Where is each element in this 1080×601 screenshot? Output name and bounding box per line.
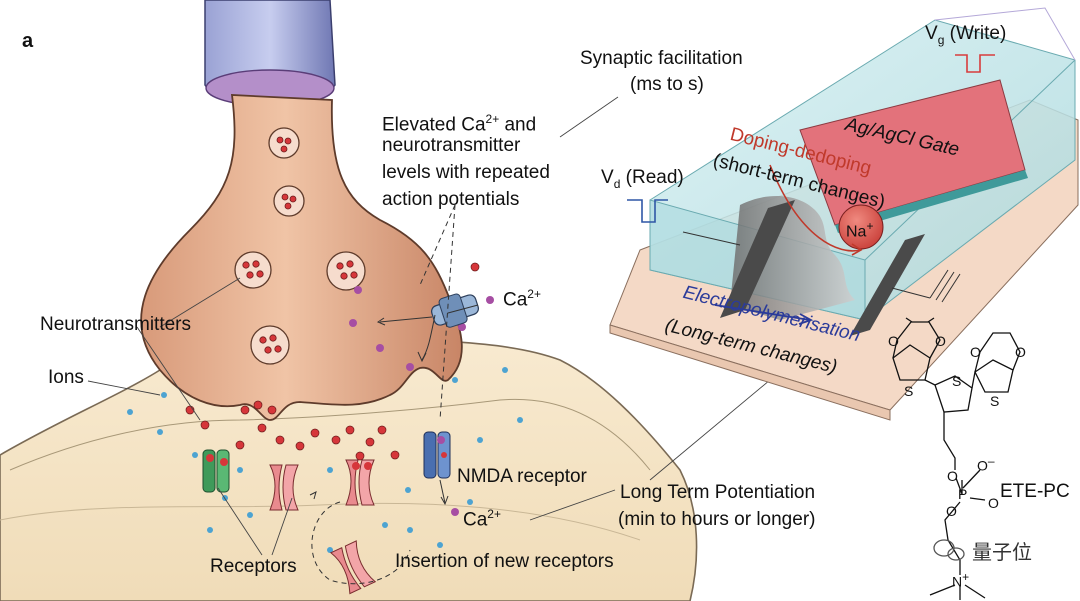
atom-p: P xyxy=(958,486,968,502)
drain-electrode xyxy=(850,234,925,336)
receptor-green xyxy=(202,449,230,493)
presynaptic-terminal xyxy=(140,94,463,421)
label-action-potentials: action potentials xyxy=(382,189,520,210)
receptor-pink-1 xyxy=(269,464,299,511)
receptor-nmda xyxy=(423,431,451,479)
atom-s-3: S xyxy=(990,393,1000,409)
source-electrode xyxy=(720,200,795,318)
atom-o-6: O xyxy=(988,495,999,511)
label-levels-with: levels with repeated xyxy=(382,162,550,183)
atom-o-5: O xyxy=(947,468,958,484)
wechat-icon xyxy=(933,539,965,561)
label-na: Na+ xyxy=(846,219,874,241)
label-insertion: Insertion of new receptors xyxy=(395,551,614,572)
label-nmda-receptor: NMDA receptor xyxy=(457,466,587,487)
atom-s-2: S xyxy=(952,373,962,389)
panel-label: a xyxy=(22,30,34,52)
vg-pulse xyxy=(955,54,995,73)
ion-dots xyxy=(127,367,523,553)
atom-o-7: O xyxy=(946,503,957,519)
label-ca-top: Ca2+ xyxy=(503,287,541,311)
label-vg-write: Vg (Write) xyxy=(925,23,1007,47)
na-ion xyxy=(838,204,884,250)
atom-s-1: S xyxy=(904,383,914,399)
calcium-channel xyxy=(430,293,480,328)
atom-o-1: O xyxy=(888,333,899,349)
receptor-pink-2 xyxy=(345,459,375,506)
label-ltp: Long Term Potentiation xyxy=(620,482,816,503)
label-ca-bottom: Ca2+ xyxy=(463,507,501,531)
watermark-text: 量子位 xyxy=(972,540,1032,564)
label-neurotransmitter: neurotransmitter xyxy=(382,135,521,156)
vd-pulse xyxy=(627,199,668,223)
atom-o-4: O xyxy=(1015,344,1026,360)
label-ions: Ions xyxy=(48,367,84,388)
label-ms-to-s: (ms to s) xyxy=(630,74,704,95)
label-ete-pc: ETE-PC xyxy=(1000,481,1070,502)
receptor-floating xyxy=(329,540,377,595)
label-elevated-ca: Elevated Ca2+ and xyxy=(382,112,537,136)
vesicles xyxy=(234,127,366,365)
molecule-ete-pc xyxy=(892,317,1021,600)
label-receptors: Receptors xyxy=(210,556,297,577)
label-min-to-hours: (min to hours or longer) xyxy=(618,509,816,530)
calcium-ions xyxy=(349,286,494,516)
atom-o-2: O xyxy=(935,333,946,349)
label-synaptic-facilitation: Synaptic facilitation xyxy=(580,48,743,69)
atom-n: N+ xyxy=(952,570,970,590)
atom-o-3: O xyxy=(970,344,981,360)
label-neurotransmitters: Neurotransmitters xyxy=(40,314,191,335)
atom-o-minus: O– xyxy=(977,454,995,474)
label-vd-read: Vd (Read) xyxy=(601,167,684,191)
